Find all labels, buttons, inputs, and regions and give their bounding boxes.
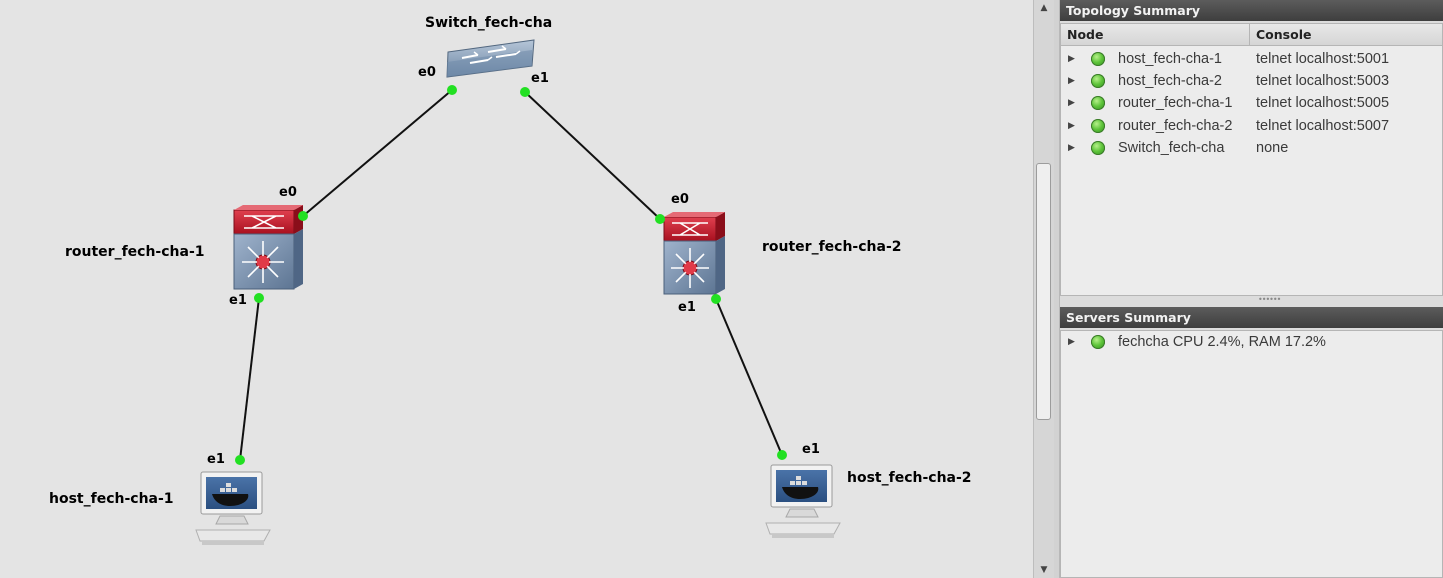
multilayer-router-icon[interactable]: [663, 212, 725, 295]
green-status-icon: [1091, 141, 1105, 155]
triangle-right-icon[interactable]: ▶: [1068, 53, 1075, 63]
topology-canvas[interactable]: Switch_fech-cha router_fech-cha-1 router…: [0, 0, 1033, 578]
tree-node-name: Switch_fech-cha: [1118, 140, 1225, 156]
triangle-right-icon[interactable]: ▶: [1068, 336, 1075, 346]
tree-row[interactable]: ▶ Switch_fech-cha none: [1061, 138, 1442, 160]
port-label: e1: [802, 442, 820, 457]
ethernet-switch-icon[interactable]: [446, 39, 535, 78]
scroll-down-arrow-icon[interactable]: ▼: [1040, 565, 1048, 575]
port-status-dot: [655, 214, 665, 224]
port-status-dot: [777, 450, 787, 460]
link-router2-host2[interactable]: [715, 298, 783, 456]
port-status-dot: [447, 85, 457, 95]
port-label: e1: [678, 300, 696, 315]
column-header-console[interactable]: Console: [1256, 27, 1312, 42]
port-label: e1: [229, 293, 247, 308]
tree-console-value: telnet localhost:5005: [1256, 95, 1390, 111]
docker-host-icon[interactable]: [195, 471, 271, 545]
host2-label[interactable]: host_fech-cha-2: [847, 470, 972, 486]
topology-summary-panel: Node Console ▶ host_fech-cha-1 telnet lo…: [1060, 23, 1443, 296]
port-label: e1: [207, 452, 225, 467]
right-dock: Topology Summary Node Console ▶ host_fec…: [1054, 0, 1443, 578]
tree-node-name: router_fech-cha-1: [1118, 95, 1233, 111]
tree-node-name: router_fech-cha-2: [1118, 118, 1233, 134]
triangle-right-icon[interactable]: ▶: [1068, 142, 1075, 152]
multilayer-router-icon[interactable]: [233, 205, 303, 290]
dock-separator[interactable]: [1054, 0, 1060, 578]
port-status-dot: [235, 455, 245, 465]
column-header-node[interactable]: Node: [1061, 24, 1250, 45]
tree-header: Node Console: [1061, 24, 1442, 46]
tree-console-value: telnet localhost:5001: [1256, 51, 1390, 67]
link-router1-host1[interactable]: [239, 297, 260, 461]
port-status-dot: [711, 294, 721, 304]
triangle-right-icon[interactable]: ▶: [1068, 75, 1075, 85]
servers-summary-title: Servers Summary: [1060, 307, 1443, 328]
docker-host-icon[interactable]: [765, 464, 841, 538]
tree-row[interactable]: ▶ host_fech-cha-1 telnet localhost:5001: [1061, 49, 1442, 71]
tree-console-value: none: [1256, 140, 1289, 156]
link-switch-router1[interactable]: [302, 89, 453, 217]
port-status-dot: [298, 211, 308, 221]
green-status-icon: [1091, 119, 1105, 133]
port-label: e1: [531, 71, 549, 86]
triangle-right-icon[interactable]: ▶: [1068, 97, 1075, 107]
green-status-icon: [1091, 335, 1105, 349]
port-label: e0: [671, 192, 689, 207]
green-status-icon: [1091, 52, 1105, 66]
tree-node-name: host_fech-cha-2: [1118, 73, 1222, 89]
port-status-dot: [254, 293, 264, 303]
tree-node-name: host_fech-cha-1: [1118, 51, 1222, 67]
green-status-icon: [1091, 96, 1105, 110]
green-status-icon: [1091, 74, 1105, 88]
panel-splitter-handle[interactable]: ••••••: [1258, 295, 1281, 304]
port-status-dot: [520, 87, 530, 97]
tree-console-value: telnet localhost:5003: [1256, 73, 1390, 89]
tree-row[interactable]: ▶ host_fech-cha-2 telnet localhost:5003: [1061, 71, 1442, 93]
host1-label[interactable]: host_fech-cha-1: [49, 491, 174, 507]
tree-row[interactable]: ▶ router_fech-cha-1 telnet localhost:500…: [1061, 93, 1442, 115]
scroll-up-arrow-icon[interactable]: ▲: [1040, 3, 1048, 13]
link-switch-router2[interactable]: [524, 91, 661, 220]
servers-summary-panel: ▶ fechcha CPU 2.4%, RAM 17.2%: [1060, 330, 1443, 578]
server-row[interactable]: ▶ fechcha CPU 2.4%, RAM 17.2%: [1061, 332, 1442, 354]
scrollbar-thumb[interactable]: [1036, 163, 1051, 420]
tree-row[interactable]: ▶ router_fech-cha-2 telnet localhost:500…: [1061, 116, 1442, 138]
switch-label[interactable]: Switch_fech-cha: [425, 15, 553, 31]
port-label: e0: [279, 185, 297, 200]
router1-label[interactable]: router_fech-cha-1: [65, 244, 205, 260]
triangle-right-icon[interactable]: ▶: [1068, 120, 1075, 130]
router2-label[interactable]: router_fech-cha-2: [762, 239, 902, 255]
vertical-scrollbar[interactable]: ▲ ▼: [1033, 0, 1054, 578]
topology-diagram[interactable]: [0, 0, 1033, 578]
server-status-text: fechcha CPU 2.4%, RAM 17.2%: [1118, 334, 1326, 350]
tree-console-value: telnet localhost:5007: [1256, 118, 1390, 134]
topology-summary-title: Topology Summary: [1060, 0, 1443, 21]
port-label: e0: [418, 65, 436, 80]
